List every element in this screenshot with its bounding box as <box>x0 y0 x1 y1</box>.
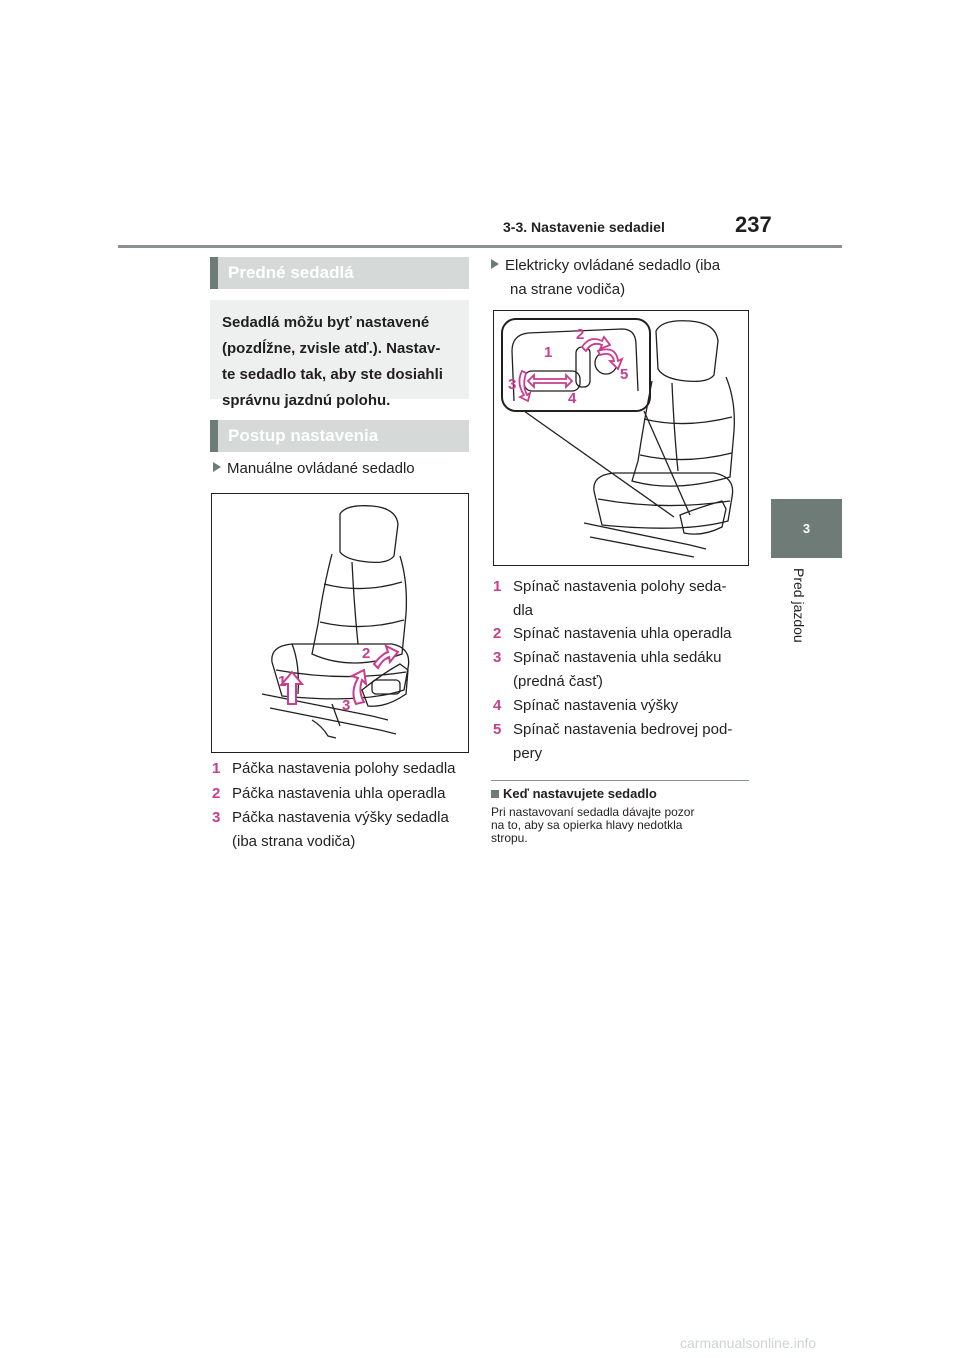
section-title-front-seats: Predné sedadlá <box>210 257 469 289</box>
item-text: Páčka nastavenia uhla operadla <box>232 785 446 802</box>
chapter-number-tab: 3 <box>771 499 842 558</box>
callout-4-label: 4 <box>568 390 577 407</box>
manual-item-3: 3 Páčka nastavenia výšky sedadla (iba str… <box>212 806 472 854</box>
callout-1-label: 1 <box>278 673 286 690</box>
item-number: 4 <box>493 697 502 714</box>
manual-seat-heading-text: Manuálne ovládané sedadlo <box>227 460 415 477</box>
note-title-text: Keď nastavujete sedadlo <box>503 786 657 801</box>
electric-heading-line2: na strane vodiča) <box>510 281 626 298</box>
electric-item-5: 5 Spínač nastavenia bedrovej pod- pery <box>493 718 755 766</box>
item-number: 3 <box>212 809 221 826</box>
note-line: stropu. <box>491 831 528 845</box>
item-text: Spínač nastavenia výšky <box>513 697 679 714</box>
callout-3-label: 3 <box>342 697 350 714</box>
section-intro: Sedadlá môžu byť nastavené (pozdĺžne, zv… <box>210 300 469 409</box>
item-text-continued: pery <box>513 745 543 762</box>
electric-seat-illustration: 1 2 3 4 5 <box>501 318 735 558</box>
item-text-continued: (predná časť) <box>513 673 603 690</box>
item-text: Páčka nastavenia polohy sedadla <box>232 760 456 777</box>
item-number: 1 <box>212 760 221 777</box>
header-divider <box>118 245 842 248</box>
page-number: 237 <box>735 212 772 237</box>
arrow-bullet-icon <box>491 259 499 269</box>
manual-item-2: 2 Páčka nastavenia uhla operadla <box>212 782 472 806</box>
electric-item-1: 1 Spínač nastavenia polohy seda- dla <box>493 575 755 623</box>
note-line: na to, aby sa opierka hlavy nedotkla <box>491 818 683 832</box>
electric-item-4: 4 Spínač nastavenia výšky <box>493 694 755 718</box>
item-text: Spínač nastavenia bedrovej pod- <box>513 721 733 738</box>
chapter-title: Pred jazdou <box>791 568 807 643</box>
electric-item-3: 3 Spínač nastavenia uhla sedáku (predná č… <box>493 646 755 694</box>
electric-heading-line1: Elektricky ovládané sedadlo (iba <box>505 257 721 274</box>
electric-item-2: 2 Spínač nastavenia uhla operadla <box>493 622 755 646</box>
item-number: 2 <box>212 785 221 802</box>
callout-2-label: 2 <box>576 326 584 343</box>
manual-seat-heading: Manuálne ovládané sedadlo <box>213 457 415 481</box>
manual-seat-illustration: 1 2 3 <box>261 505 410 739</box>
callout-2-label: 2 <box>362 645 370 662</box>
item-text: Páčka nastavenia výšky sedadla <box>232 809 449 826</box>
callout-5-label: 5 <box>620 366 628 383</box>
electric-seat-figure: 1 2 3 4 5 <box>493 310 749 566</box>
item-number: 1 <box>493 578 502 595</box>
item-number: 5 <box>493 721 502 738</box>
electric-seat-heading: Elektricky ovládané sedadlo (iba na stra… <box>491 254 751 302</box>
square-bullet-icon <box>491 790 499 798</box>
manual-item-1: 1 Páčka nastavenia polohy sedadla <box>212 757 472 781</box>
item-number: 3 <box>493 649 502 666</box>
item-text: Spínač nastavenia uhla operadla <box>513 625 732 642</box>
note-line: Pri nastavovaní sedadla dávajte pozor <box>491 805 695 819</box>
arrow-bullet-icon <box>213 462 221 472</box>
note-title: Keď nastavujete sedadlo <box>491 786 657 801</box>
section-title-procedure: Postup nastavenia <box>210 420 469 452</box>
item-text-continued: dla <box>513 602 534 619</box>
section-header: 3-3. Nastavenie sedadiel <box>503 219 665 235</box>
note-body: Pri nastavovaní sedadla dávajte pozor na… <box>491 806 753 845</box>
callout-3-label: 3 <box>508 376 516 393</box>
chapter-title-vertical: Pred jazdou <box>781 568 811 658</box>
callout-1-label: 1 <box>544 344 552 361</box>
item-text-continued: (iba strana vodiča) <box>232 833 356 850</box>
manual-seat-figure: 1 2 3 <box>211 493 469 753</box>
watermark-footer: carmanualsonline.info <box>680 1335 817 1351</box>
note-divider <box>491 780 749 781</box>
item-number: 2 <box>493 625 502 642</box>
item-text: Spínač nastavenia uhla sedáku <box>513 649 722 666</box>
item-text: Spínač nastavenia polohy seda- <box>513 578 727 595</box>
